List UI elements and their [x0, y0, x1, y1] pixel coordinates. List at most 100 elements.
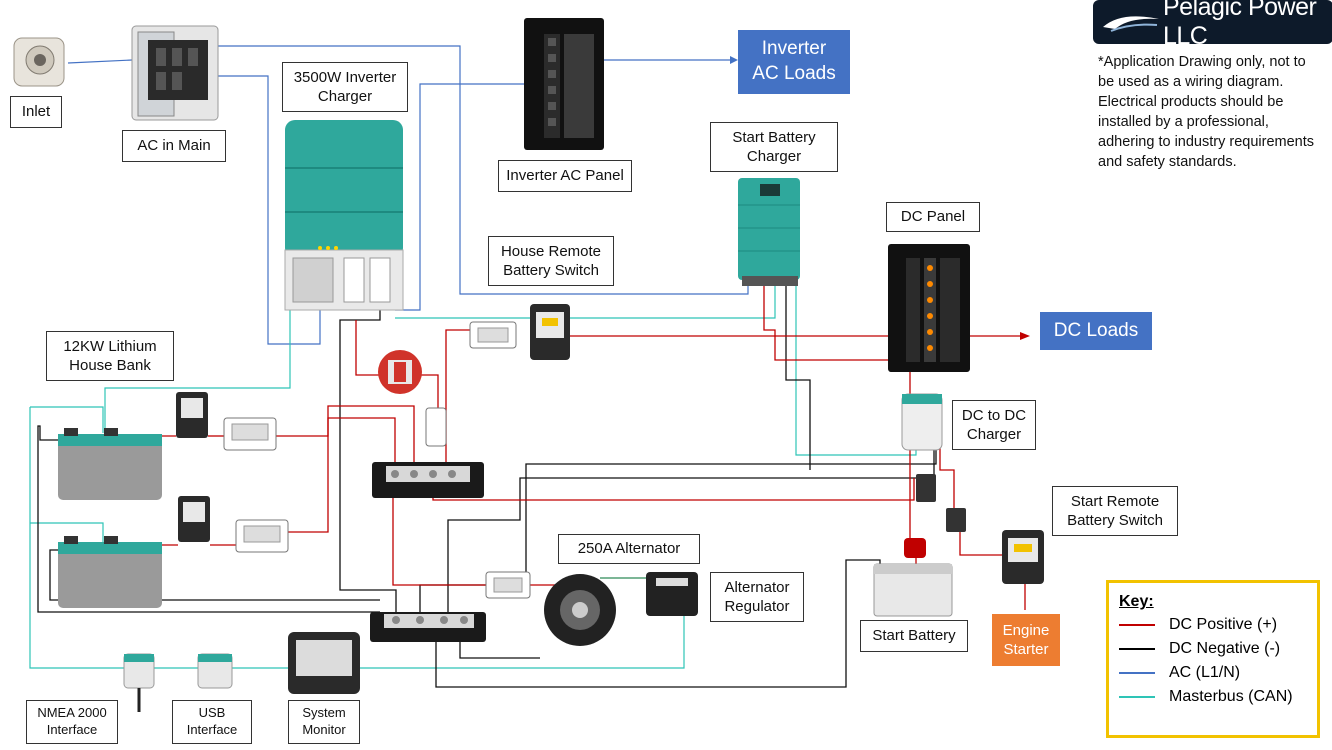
disclaimer-line: installed by a professional, [1098, 114, 1269, 130]
legend-key: Key: DC Positive (+) DC Negative (-) AC … [1106, 580, 1320, 738]
start-battery-label: Start Battery [860, 620, 968, 652]
pos-wire-startsw [959, 530, 1004, 556]
dc-dc-line1: DC to DC [961, 406, 1027, 424]
bank1-fuse-device [223, 417, 277, 451]
arrow-ac-loads [730, 56, 738, 64]
logo-icon [1103, 16, 1159, 32]
neg-wire-inverter-bus [339, 310, 397, 612]
start-remote-switch-device [1002, 530, 1044, 584]
start-remote-line2: Battery Switch [1067, 512, 1163, 529]
usb-label: USB Interface [172, 700, 252, 744]
dc-dc-line2: Charger [966, 426, 1022, 443]
alternator-device [544, 574, 616, 646]
legend-item-ac: AC (L1/N) [1119, 663, 1319, 683]
dc-loads-text: DC Loads [1053, 319, 1139, 341]
nmea-interface-device [123, 653, 155, 712]
nmea-line1: NMEA 2000 [37, 705, 107, 721]
legend-line-ac [1119, 672, 1155, 674]
engine-starter-line2: Starter [1003, 641, 1049, 658]
start-charger-line2: Charger [746, 148, 802, 165]
house-remote-line2: Battery Switch [503, 262, 599, 279]
red-fuse-device [904, 538, 926, 558]
arrow-dc-loads [1020, 332, 1030, 340]
lithium-battery-1 [58, 428, 162, 500]
ac-main-text: AC in Main [137, 137, 211, 155]
disclaimer-line: Electrical products should be [1098, 94, 1284, 110]
can-wire-left-trunk [29, 407, 125, 669]
can-wire-left-loop [30, 406, 104, 433]
pos-wire-dcdc-startsw [939, 448, 955, 510]
ac-main-device [131, 25, 219, 121]
inverter-panel-device [524, 18, 604, 150]
dc-dc-label: DC to DC Charger [952, 400, 1036, 450]
battery-switch-device [378, 350, 422, 394]
neg-wire-bank1 [37, 425, 380, 613]
positive-busbar-device [372, 462, 484, 498]
bus-fuse-device [425, 407, 447, 447]
legend-label: DC Negative (-) [1169, 640, 1281, 657]
can-wires [29, 285, 917, 669]
can-wire-inverter-charger [395, 285, 776, 319]
dc-panel-text: DC Panel [900, 208, 966, 226]
monitor-label: System Monitor [288, 700, 360, 744]
pos-wire-bus-alt [392, 498, 486, 586]
start-battery-text: Start Battery [872, 627, 956, 645]
inverter-charger-label: 3500W Inverter Charger [282, 62, 408, 112]
legend-line-dc-negative [1119, 648, 1155, 650]
negative-busbar-device [370, 612, 486, 642]
inlet-text: Inlet [21, 103, 51, 121]
pos-wire-bus-dcdc [432, 462, 915, 501]
house-bank-line1: 12KW Lithium [63, 337, 157, 355]
regulator-line2: Regulator [724, 598, 790, 615]
house-remote-switch-device [530, 304, 570, 360]
disclaimer-line: be used as a wiring diagram. [1098, 74, 1284, 90]
engine-starter-box: Engine Starter [992, 614, 1060, 666]
start-charger-device [738, 178, 800, 286]
nmea-line2: Interface [46, 722, 98, 737]
monitor-line1: System [302, 705, 346, 721]
legend-label: AC (L1/N) [1169, 664, 1241, 681]
disclaimer-line: and safety standards. [1098, 154, 1237, 170]
house-remote-line1: House Remote [500, 242, 602, 260]
system-monitor-device [288, 632, 360, 694]
disclaimer-line: adhering to industry requirements [1098, 134, 1315, 150]
dc-panel-device [888, 244, 970, 372]
disclaimer: *Application Drawing only, not to be use… [1098, 52, 1330, 172]
logo-text: Pelagic Power LLC [1163, 0, 1317, 50]
house-fuse-device [469, 321, 517, 349]
pos-wire-bus-house [445, 329, 470, 462]
neg-wires [37, 285, 937, 688]
regulator-label: Alternator Regulator [710, 572, 804, 622]
start-charger-line1: Start Battery [732, 128, 816, 146]
lithium-battery-2 [58, 536, 162, 608]
usb-line1: USB [198, 705, 226, 721]
bank2-switch-device [178, 496, 210, 542]
dc-loads-box: DC Loads [1040, 312, 1152, 350]
dc-dc-charger-device [901, 393, 943, 451]
regulator-line1: Alternator [724, 578, 790, 596]
legend-line-dc-positive [1119, 624, 1155, 626]
can-wire-bank2 [30, 522, 104, 545]
ac-wire-inverter-panel [395, 83, 526, 311]
inverter-ac-loads-box: Inverter AC Loads [738, 30, 850, 94]
house-bank-label: 12KW Lithium House Bank [46, 331, 174, 381]
start-remote-label: Start Remote Battery Switch [1052, 486, 1178, 536]
nmea-label: NMEA 2000 Interface [26, 700, 118, 744]
ac-wire-main-inverter [218, 45, 749, 295]
regulator-device [646, 572, 698, 616]
house-remote-label: House Remote Battery Switch [488, 236, 614, 286]
start-remote-line1: Start Remote [1070, 492, 1160, 510]
breaker-2-device [946, 508, 966, 532]
can-wire-charger-dcdc [795, 285, 917, 456]
inverter-ac-loads-line1: Inverter [761, 38, 827, 60]
legend-label: DC Positive (+) [1169, 616, 1278, 633]
legend-title: Key: [1119, 593, 1154, 610]
inverter-panel-label: Inverter AC Panel [498, 160, 632, 192]
neg-wire-bus-dcdc [419, 448, 937, 612]
inverter-panel-text: Inverter AC Panel [506, 167, 624, 185]
can-wire-monitor-reg [360, 610, 685, 669]
dc-panel-label: DC Panel [886, 202, 980, 232]
alternator-label: 250A Alternator [558, 534, 700, 564]
legend-line-masterbus [1119, 696, 1155, 698]
legend-item-dc-positive: DC Positive (+) [1119, 615, 1319, 635]
